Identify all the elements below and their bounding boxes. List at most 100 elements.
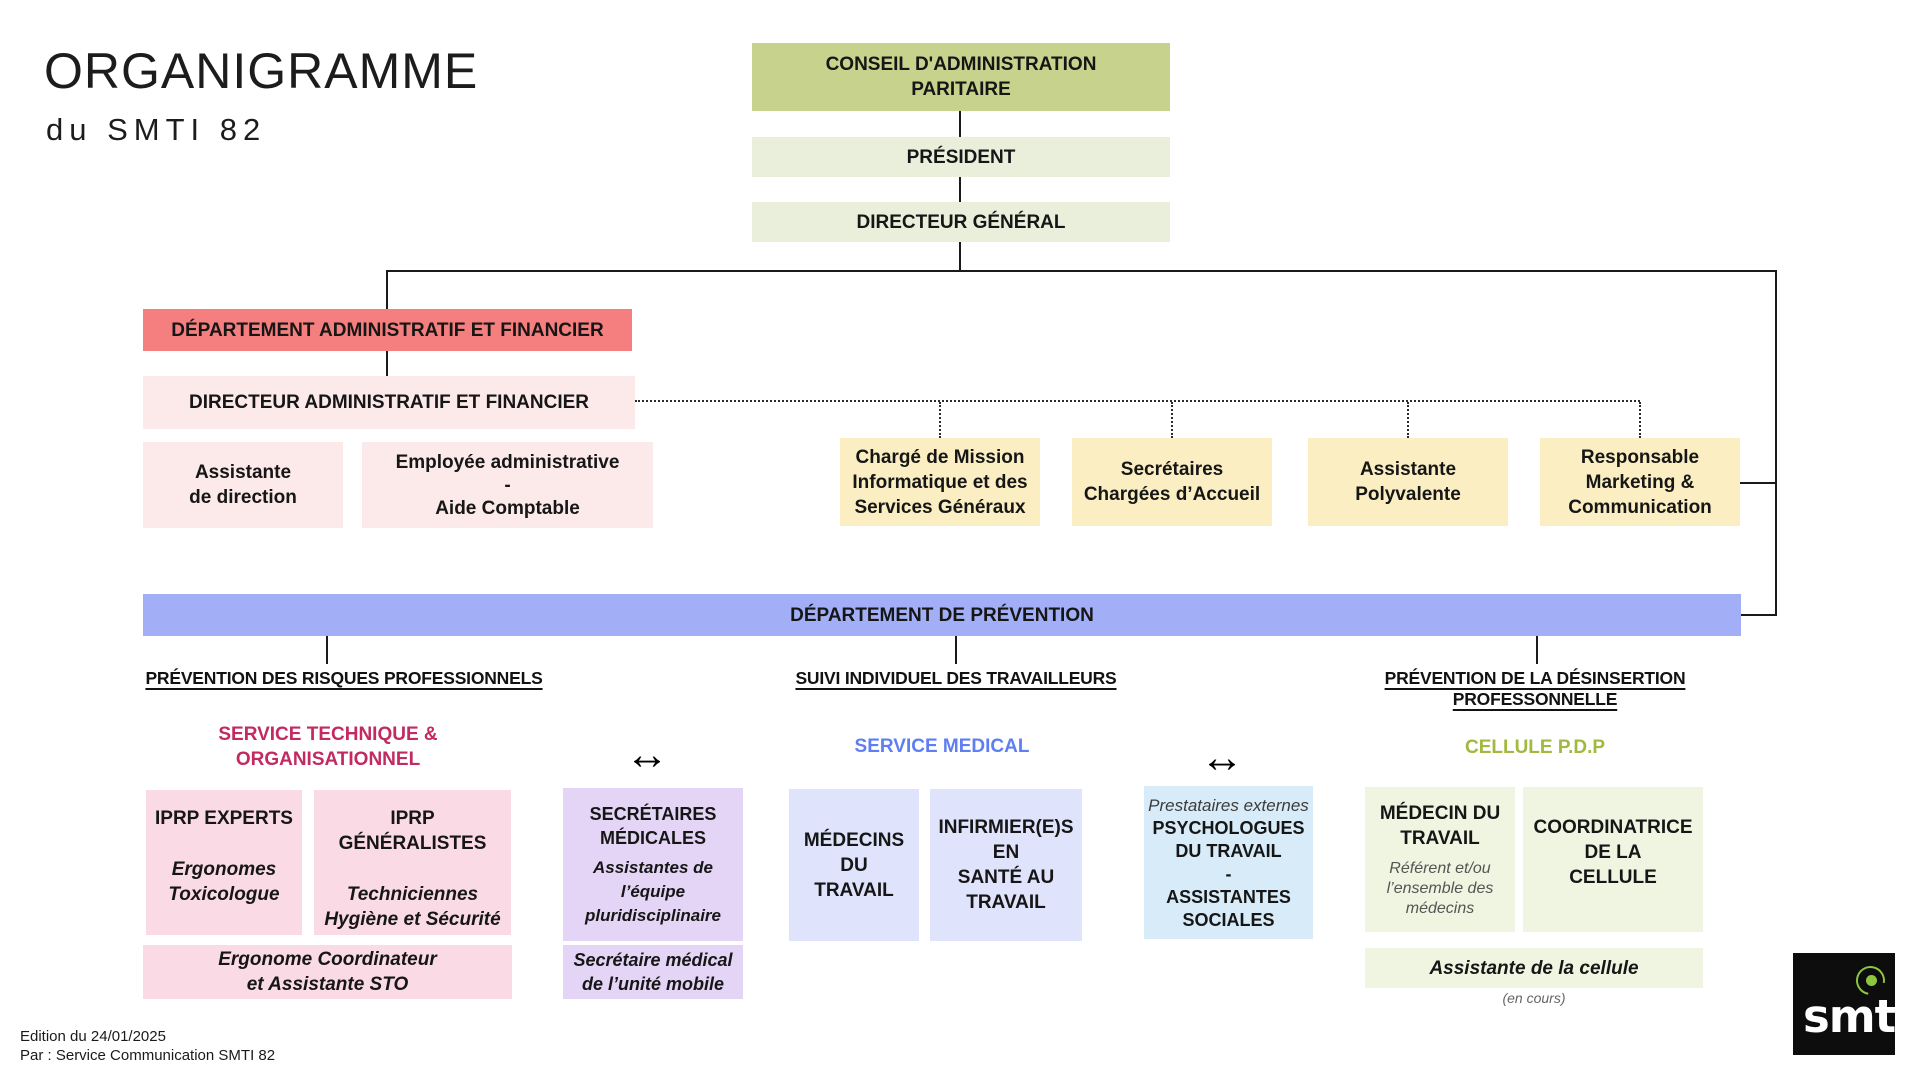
box-label: Assistante de la cellule [1429, 957, 1639, 979]
box-label: Assistante [1359, 459, 1457, 480]
cellule-pdp-header: CELLULE P.D.P [1464, 737, 1606, 758]
box-label: DÉPARTEMENT ADMINISTRATIF ET FINANCIER [171, 319, 604, 341]
box-iprp-experts: IPRP EXPERTS Ergonomes Toxicologue [146, 790, 302, 935]
box-assistante-polyvalente: Assistante Polyvalente [1308, 438, 1508, 526]
service-header-line: ORGANISATIONNEL [235, 749, 421, 770]
page-title: ORGANIGRAMME [44, 43, 479, 99]
box-label: COORDINATRICE [1533, 817, 1693, 838]
connector-drop-desinsertion [1536, 636, 1538, 664]
box-ergonome-coordinateur: Ergonome Coordinateur et Assistante STO [143, 945, 512, 999]
box-coordinatrice-cellule: COORDINATRICE DE LA CELLULE [1523, 787, 1703, 932]
box-label: Ergonomes [171, 859, 277, 880]
box-label: Chargé de Mission [855, 446, 1025, 468]
box-label: MÉDECIN DU [1379, 802, 1501, 824]
box-label: - [1225, 863, 1232, 884]
box-label: Polyvalente [1355, 484, 1461, 505]
edition-author: Par : Service Communication SMTI 82 [20, 1047, 276, 1064]
section-header-risques: PRÉVENTION DES RISQUES PROFESSIONNELS [145, 668, 543, 688]
connector-drop-suivi [955, 636, 957, 664]
box-label: Techniciennes [346, 884, 479, 905]
connector-drop-risques [326, 636, 328, 664]
dotted-drop-secretaires [1171, 402, 1173, 438]
connector-drop-admin [386, 270, 388, 309]
box-secretaires-medicales: SECRÉTAIRES MÉDICALES Assistantes de l’é… [563, 788, 743, 941]
box-label: SECRÉTAIRES [589, 803, 717, 824]
box-note: médecins [1405, 899, 1475, 917]
box-charge-mission-informatique: Chargé de Mission Informatique et des Se… [840, 438, 1040, 526]
box-label: Assistante [194, 462, 292, 483]
box-label: INFIRMIER(E)S [938, 817, 1074, 838]
box-label: PRÉSIDENT [906, 146, 1016, 168]
box-note: Référent et/ou [1389, 859, 1491, 877]
box-assistante-direction: Assistante de direction [143, 442, 343, 528]
box-label: DU TRAVAIL [1175, 840, 1282, 861]
box-directeur-admin-financier: DIRECTEUR ADMINISTRATIF ET FINANCIER [143, 376, 635, 429]
box-employee-administrative: Employée administrative - Aide Comptable [362, 442, 653, 528]
box-directeur-general: DIRECTEUR GÉNÉRAL [752, 202, 1170, 242]
logo-dot-icon [1866, 975, 1877, 986]
page-subtitle: du SMTI 82 [46, 112, 267, 147]
box-label: SOCIALES [1182, 909, 1275, 930]
connector-right-vertical [1775, 270, 1777, 616]
connector-prevention-branch [1741, 614, 1777, 616]
box-label: CONSEIL D'ADMINISTRATION [825, 54, 1097, 75]
box-departement-admin-financier: DÉPARTEMENT ADMINISTRATIF ET FINANCIER [143, 309, 632, 351]
box-label: de l’unité mobile [581, 974, 724, 994]
box-label: Secrétaires [1120, 459, 1224, 480]
box-label: DÉPARTEMENT DE PRÉVENTION [790, 604, 1094, 626]
connector-marketing-branch [1740, 482, 1777, 484]
box-label: et Assistante STO [246, 974, 409, 995]
double-arrow-icon: ↔ [1200, 733, 1244, 782]
box-label: TRAVAIL [814, 879, 894, 901]
dotted-drop-marketing [1639, 402, 1641, 438]
connector-main-horizontal [386, 270, 1777, 272]
box-label: Aide Comptable [435, 497, 580, 519]
dotted-horizontal-daf [635, 400, 1640, 402]
box-psychologues-assistantes: Prestataires externes PSYCHOLOGUES DU TR… [1144, 786, 1313, 939]
dotted-drop-charge [939, 402, 941, 438]
box-note: Prestataires externes [1148, 795, 1309, 815]
box-secretaires-accueil: Secrétaires Chargées d’Accueil [1072, 438, 1272, 526]
box-label: ASSISTANTES [1166, 886, 1291, 907]
box-label: Communication [1568, 496, 1712, 518]
box-label: DU [840, 854, 868, 876]
box-label: EN [992, 842, 1020, 863]
box-label: Secrétaire médical [573, 950, 733, 970]
box-label: Chargées d’Accueil [1083, 484, 1261, 505]
double-arrow-icon: ↔ [625, 730, 669, 779]
connector-dg-main [959, 242, 961, 270]
box-label: Employée administrative [395, 451, 620, 473]
box-president: PRÉSIDENT [752, 137, 1170, 177]
box-label: CELLULE [1569, 867, 1657, 888]
box-medecin-travail-pdp: MÉDECIN DU TRAVAIL Référent et/ou l’ense… [1365, 787, 1515, 932]
logo-text: smti [1803, 990, 1911, 1043]
box-label: Informatique et des [852, 471, 1028, 493]
box-label: SANTÉ AU [957, 867, 1055, 888]
assistante-cellule-note: (en cours) [1502, 990, 1566, 1006]
box-label: MÉDICALES [599, 827, 706, 848]
box-label: Toxicologue [168, 884, 280, 905]
connector-dept-daf [386, 351, 388, 376]
box-label: PARITAIRE [911, 79, 1011, 100]
box-conseil-administration: CONSEIL D'ADMINISTRATION PARITAIRE [752, 43, 1170, 111]
edition-date: Edition du 24/01/2025 [20, 1028, 166, 1045]
box-label: l’équipe [620, 881, 686, 901]
box-iprp-generalistes: IPRP GÉNÉRALISTES Techniciennes Hygiène … [314, 790, 511, 935]
box-label: Ergonome Coordinateur [218, 949, 437, 970]
box-medecins-travail: MÉDECINS DU TRAVAIL [789, 789, 919, 941]
box-label: IPRP GÉNÉRALISTES [338, 808, 487, 854]
box-label: Hygiène et Sécurité [324, 909, 501, 930]
dotted-drop-polyvalente [1407, 402, 1409, 438]
box-label: MÉDECINS [803, 829, 905, 851]
section-header-suivi: SUIVI INDIVIDUEL DES TRAVAILLEURS [795, 668, 1117, 688]
box-label: DE LA [1584, 842, 1642, 863]
box-secretaire-unite-mobile: Secrétaire médical de l’unité mobile [563, 945, 743, 999]
service-medical-header: SERVICE MEDICAL [854, 736, 1030, 757]
connector-conseil-president [959, 111, 961, 137]
box-label: DIRECTEUR ADMINISTRATIF ET FINANCIER [188, 392, 590, 413]
box-label: Services Généraux [854, 496, 1026, 518]
box-label: TRAVAIL [1400, 827, 1480, 849]
box-departement-prevention: DÉPARTEMENT DE PRÉVENTION [143, 594, 1741, 636]
box-infirmiers-sante-travail: INFIRMIER(E)S EN SANTÉ AU TRAVAIL [930, 789, 1082, 941]
